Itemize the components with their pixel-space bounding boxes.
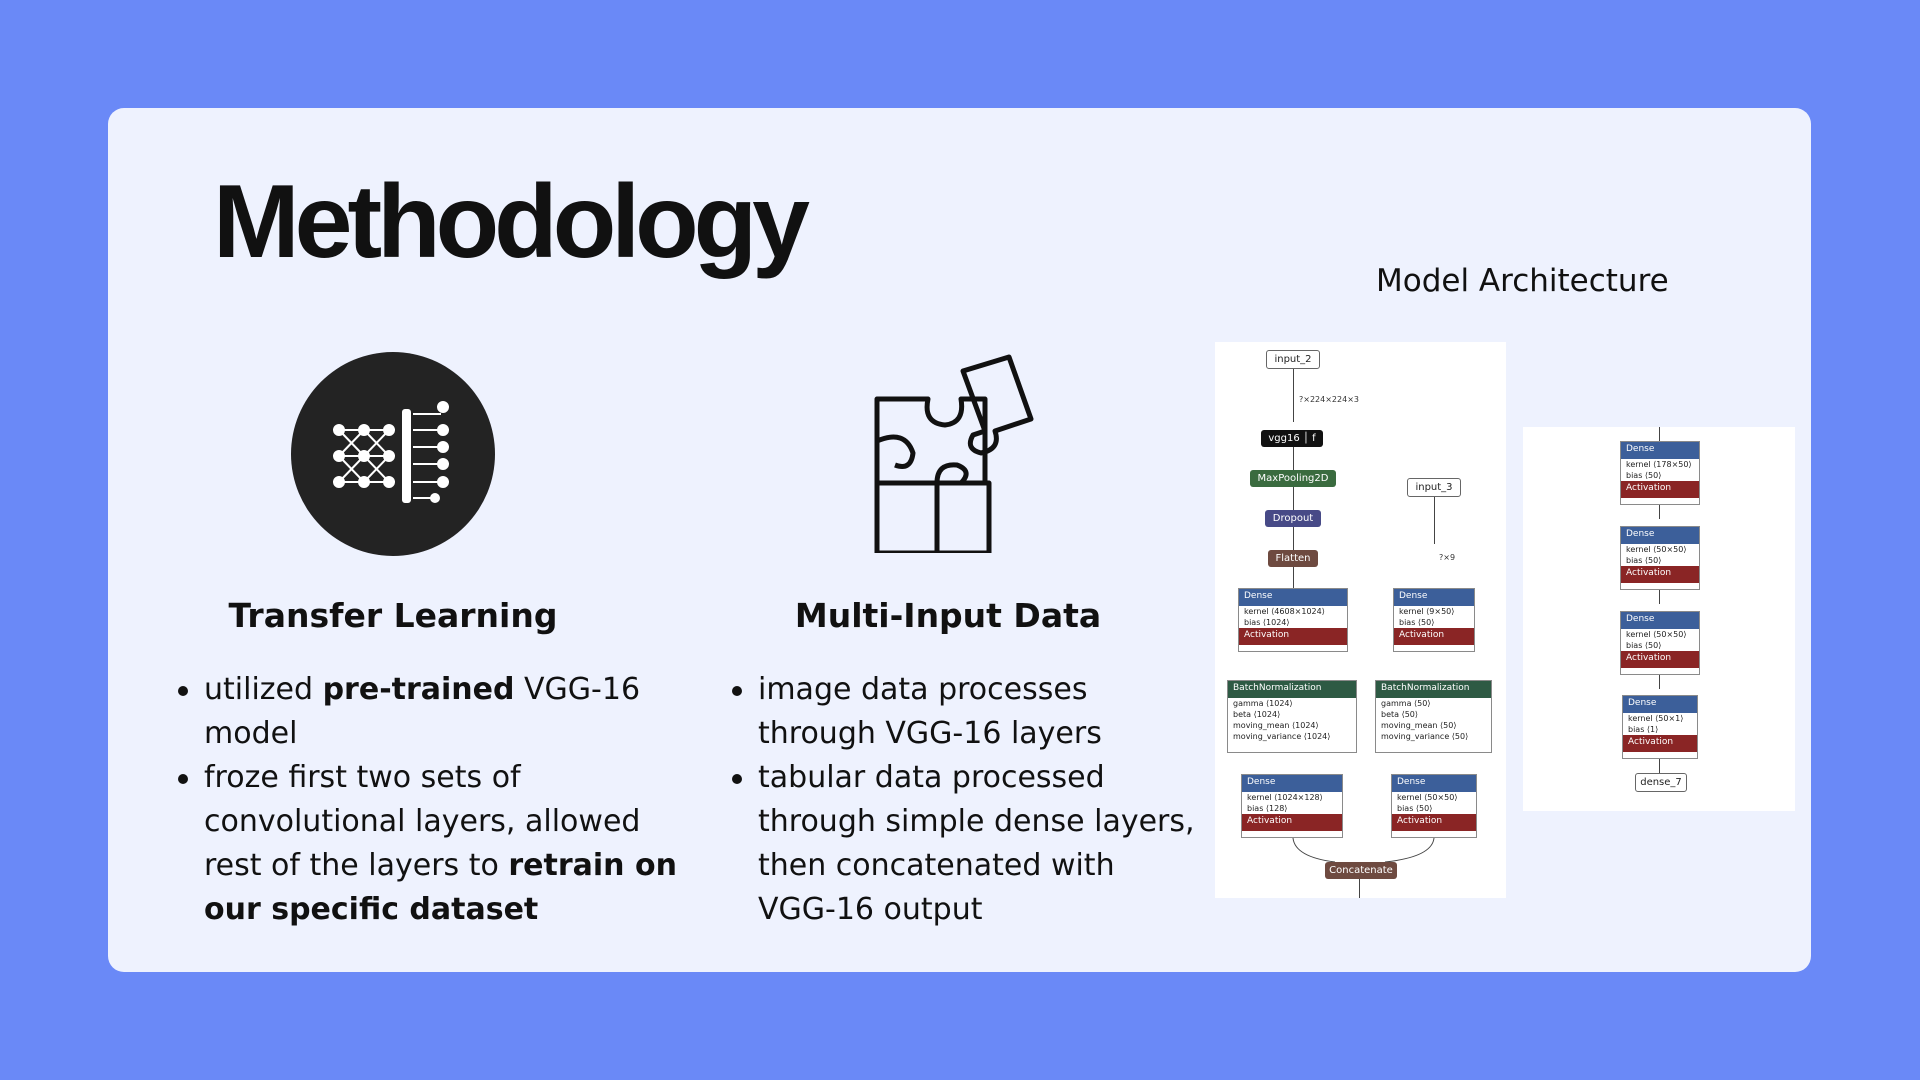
dense-node: Dense kernel ⟨50×50⟩bias ⟨50⟩ Activation: [1620, 526, 1700, 590]
multi-input-bullets: image data processes through VGG-16 laye…: [730, 668, 1200, 932]
input-2-node: input_2: [1266, 350, 1320, 369]
dense-node: Dense kernel ⟨1024×128⟩bias ⟨128⟩ Activa…: [1241, 774, 1343, 838]
neural-network-icon: [291, 352, 495, 556]
dense-node: Dense kernel ⟨50×50⟩bias ⟨50⟩ Activation: [1620, 611, 1700, 675]
input-3-node: input_3: [1407, 478, 1461, 497]
architecture-caption: Model Architecture: [1376, 263, 1669, 299]
architecture-diagram-part-2: Dense kernel ⟨178×50⟩bias ⟨50⟩ Activatio…: [1523, 427, 1795, 811]
concatenate-node: Concatenate: [1325, 862, 1397, 879]
input-2-shape: ?×224×224×3: [1299, 395, 1359, 404]
dense-node: Dense kernel ⟨50×1⟩bias ⟨1⟩ Activation: [1622, 695, 1698, 759]
page-title: Methodology: [213, 164, 810, 280]
transfer-learning-bullets: utilized pre-trained VGG-16 model froze …: [176, 668, 696, 932]
dense-node: Dense kernel ⟨178×50⟩bias ⟨50⟩ Activatio…: [1620, 441, 1700, 505]
transfer-learning-heading: Transfer Learning: [228, 596, 558, 635]
dense-node: Dense kernel ⟨9×50⟩bias ⟨50⟩ Activation: [1393, 588, 1475, 652]
batchnorm-node: BatchNormalization gamma ⟨1024⟩beta ⟨102…: [1227, 680, 1357, 753]
architecture-diagram-part-1: input_2 ?×224×224×3 vgg16 │ f MaxPooling…: [1215, 342, 1506, 898]
list-item: utilized pre-trained VGG-16 model: [176, 668, 696, 756]
list-item: image data processes through VGG-16 laye…: [730, 668, 1200, 756]
batchnorm-node: BatchNormalization gamma ⟨50⟩beta ⟨50⟩ m…: [1375, 680, 1492, 753]
list-item: tabular data processed through simple de…: [730, 756, 1200, 932]
dropout-node: Dropout: [1265, 510, 1321, 527]
list-item: froze first two sets of convolutional la…: [176, 756, 696, 932]
input-3-shape: ?×9: [1439, 553, 1456, 562]
output-node: dense_7: [1635, 773, 1687, 792]
vgg16-node: vgg16 │ f: [1261, 430, 1323, 447]
dense-node: Dense kernel ⟨50×50⟩bias ⟨50⟩ Activation: [1391, 774, 1477, 838]
multi-input-heading: Multi-Input Data: [794, 596, 1102, 635]
maxpooling-node: MaxPooling2D: [1250, 470, 1336, 487]
merge-edges: [1292, 837, 1435, 863]
puzzle-icon: [865, 353, 1065, 556]
flatten-node: Flatten: [1268, 550, 1318, 567]
dense-node: Dense kernel ⟨4608×1024⟩bias ⟨1024⟩ Acti…: [1238, 588, 1348, 652]
slide-card: Methodology Model Architecture: [108, 108, 1811, 972]
